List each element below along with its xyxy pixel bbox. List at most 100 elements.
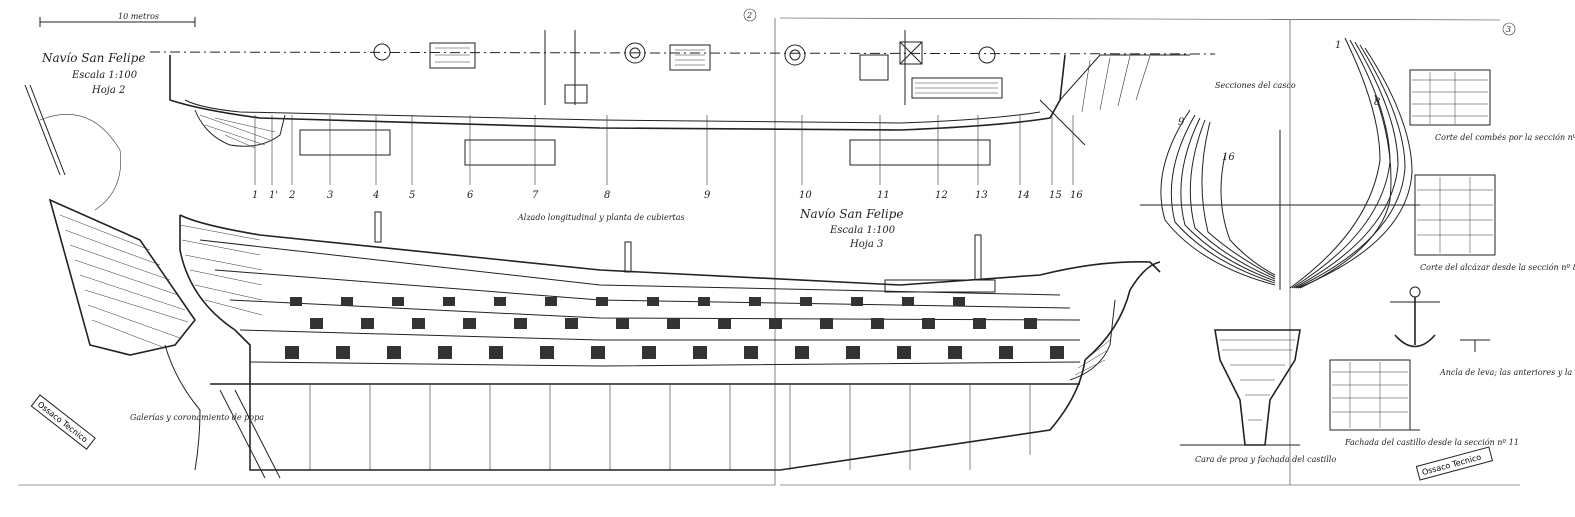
gunport <box>642 346 656 359</box>
gunport <box>902 297 914 306</box>
sheet-borders <box>18 17 1520 486</box>
gunport <box>463 318 476 329</box>
scale-bar: 10 metros <box>39 12 196 27</box>
sheet2-number: 2 <box>746 11 752 20</box>
gunport <box>514 318 527 329</box>
gunport <box>718 318 731 329</box>
gunport <box>922 318 935 329</box>
sheet3-caption-combes: Corte del combés por la sección nº 9 mir… <box>1435 133 1575 142</box>
gunports <box>285 297 1064 359</box>
station-number: 2 <box>288 190 295 201</box>
stamp-left: Ossaco Tecnico <box>30 394 96 450</box>
gunport <box>846 346 860 359</box>
gunport <box>392 297 404 306</box>
scale-bar-label: 10 metros <box>118 12 159 21</box>
station-number: 13 <box>975 190 988 201</box>
gunport <box>693 346 707 359</box>
gunport <box>591 346 605 359</box>
sheet2-title-block: Navío San Felipe Escala 1:100 Hoja 2 2 <box>41 8 757 96</box>
gunport <box>443 297 455 306</box>
sheet3-caption-sections: Secciones del casco <box>1215 81 1296 90</box>
gunport <box>540 346 554 359</box>
gunport <box>953 297 965 306</box>
gunport <box>596 297 608 306</box>
station-number: 3 <box>327 190 333 201</box>
section-label: 8 <box>1374 97 1380 108</box>
sheet2-caption-main: Alzado longitudinal y planta de cubierta… <box>517 213 685 222</box>
gunport <box>341 297 353 306</box>
gunport <box>1050 346 1064 359</box>
gunport <box>800 297 812 306</box>
gunport <box>820 318 833 329</box>
station-number: 9 <box>704 190 711 201</box>
sheet3-caption-castillo: Fachada del castillo desde la sección nº… <box>1344 438 1519 447</box>
sheet3-sheet: Hoja 3 <box>849 239 883 250</box>
gunport <box>647 297 659 306</box>
gunport <box>412 318 425 329</box>
station-number: 15 <box>1049 190 1062 201</box>
gunport <box>769 318 782 329</box>
sheet3-caption-proa: Cara de proa y fachada del castillo <box>1195 455 1336 464</box>
station-number: 1' <box>269 190 278 201</box>
sheet2-sheet: Hoja 2 <box>91 85 125 96</box>
gunport <box>973 318 986 329</box>
gunport <box>336 346 350 359</box>
gunport <box>290 297 302 306</box>
gunport <box>698 297 710 306</box>
gunport <box>310 318 323 329</box>
bow-front-view <box>1180 329 1301 446</box>
sheet3-caption-alcazar: Corte del alcázar desde la sección nº 8 <box>1420 263 1575 272</box>
sheet3-title: Navío San Felipe <box>799 207 903 221</box>
gunport <box>387 346 401 359</box>
gunport <box>489 346 503 359</box>
gunport <box>438 346 452 359</box>
gunport <box>667 318 680 329</box>
gunport <box>494 297 506 306</box>
sheet2-caption-stern: Galerías y coronamiento de popa <box>130 413 264 422</box>
station-number: 1 <box>252 190 258 201</box>
gunport <box>744 346 758 359</box>
station-number: 14 <box>1017 190 1030 201</box>
stamp-right: Ossaco Tecnico <box>1415 446 1494 481</box>
gunport <box>1024 318 1037 329</box>
gunport <box>795 346 809 359</box>
station-number: 4 <box>372 190 379 201</box>
sheet3-caption-anchor: Ancla de leva; las anteriores y la nº de… <box>1439 368 1575 377</box>
gunport <box>565 318 578 329</box>
sheet3-number: 3 <box>1506 25 1511 34</box>
station-lines: 1 1' 2 3 4 5 6 7 8 9 10 11 12 13 14 15 16 <box>252 115 1083 201</box>
stern-view: Galerías y coronamiento de popa Ossaco T… <box>24 84 264 471</box>
gunport <box>871 318 884 329</box>
gunport <box>361 318 374 329</box>
gunport <box>948 346 962 359</box>
hull-sections: Secciones del casco 9 16 1 8 <box>1140 37 1420 290</box>
gunport <box>851 297 863 306</box>
section-label: 9 <box>1178 117 1185 128</box>
sheet3-title-block: Navío San Felipe Escala 1:100 Hoja 3 <box>799 207 903 250</box>
section-label: 16 <box>1222 152 1235 163</box>
section-label: 1 <box>1335 40 1341 51</box>
sheet2-title: Navío San Felipe <box>41 51 145 65</box>
svg-text:Ossaco Tecnico: Ossaco Tecnico <box>1421 453 1482 477</box>
gunport <box>897 346 911 359</box>
anchor-drawing <box>1390 286 1490 352</box>
station-number: 16 <box>1070 190 1083 201</box>
deck-plan <box>149 30 1216 166</box>
gunport <box>545 297 557 306</box>
sheet3-scale: Escala 1:100 <box>829 225 896 236</box>
station-number: 11 <box>877 190 890 201</box>
sheet2-scale: Escala 1:100 <box>71 70 138 81</box>
station-number: 6 <box>467 190 474 201</box>
station-number: 5 <box>409 190 415 201</box>
station-number: 8 <box>604 190 610 201</box>
gunport <box>999 346 1013 359</box>
gunport <box>285 346 299 359</box>
hull-elevation <box>179 211 1161 479</box>
station-number: 10 <box>799 190 812 201</box>
gunport <box>749 297 761 306</box>
sheet3-number-badge: 3 <box>1502 22 1516 36</box>
station-number: 12 <box>935 190 948 201</box>
station-number: 7 <box>532 190 539 201</box>
gunport <box>616 318 629 329</box>
